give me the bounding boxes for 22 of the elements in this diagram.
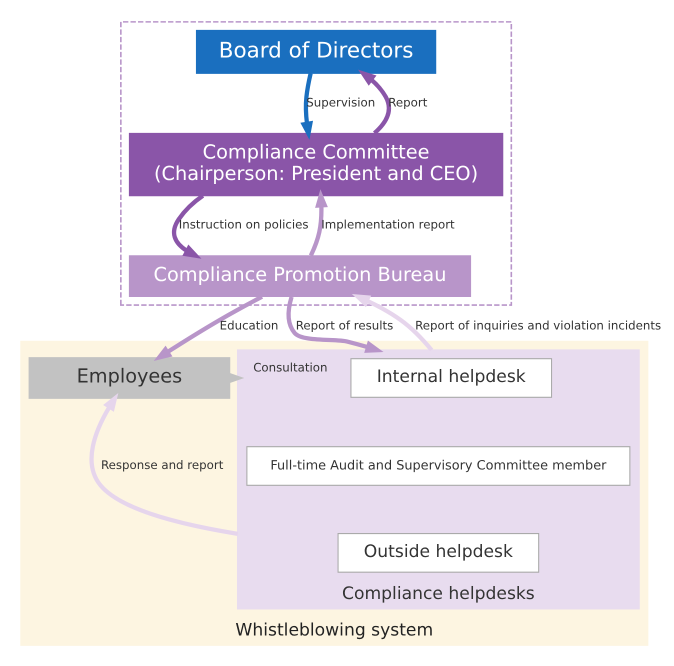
arrow	[286, 296, 384, 352]
arrow	[172, 193, 204, 258]
edge-label: Education	[220, 318, 278, 332]
arrow	[358, 69, 391, 134]
arrow	[352, 293, 434, 351]
node-box: Full-time Audit and Supervisory Committee member	[246, 446, 630, 486]
edge-label: Implementation report	[321, 217, 455, 232]
edge-label: Report of results	[296, 318, 394, 332]
arrow	[300, 72, 314, 140]
edge-label: Instruction on policies	[178, 217, 309, 232]
edge-label: Report of inquiries and violation incidents	[415, 318, 662, 332]
node-box: Compliance Committee (Chairperson: President and CEO)	[128, 132, 504, 196]
node-box: Outside helpdesk	[338, 532, 540, 572]
edge-label: Response and report	[100, 457, 224, 472]
cluster	[120, 20, 512, 306]
edge-label: Consultation	[253, 360, 328, 374]
arrow	[308, 188, 328, 256]
node-box: Internal helpdesk	[350, 358, 552, 398]
arrow	[154, 294, 264, 360]
node-box: Compliance Promotion Bureau	[128, 254, 472, 297]
arrow	[89, 392, 238, 536]
node-box: Board of Directors	[196, 29, 436, 74]
